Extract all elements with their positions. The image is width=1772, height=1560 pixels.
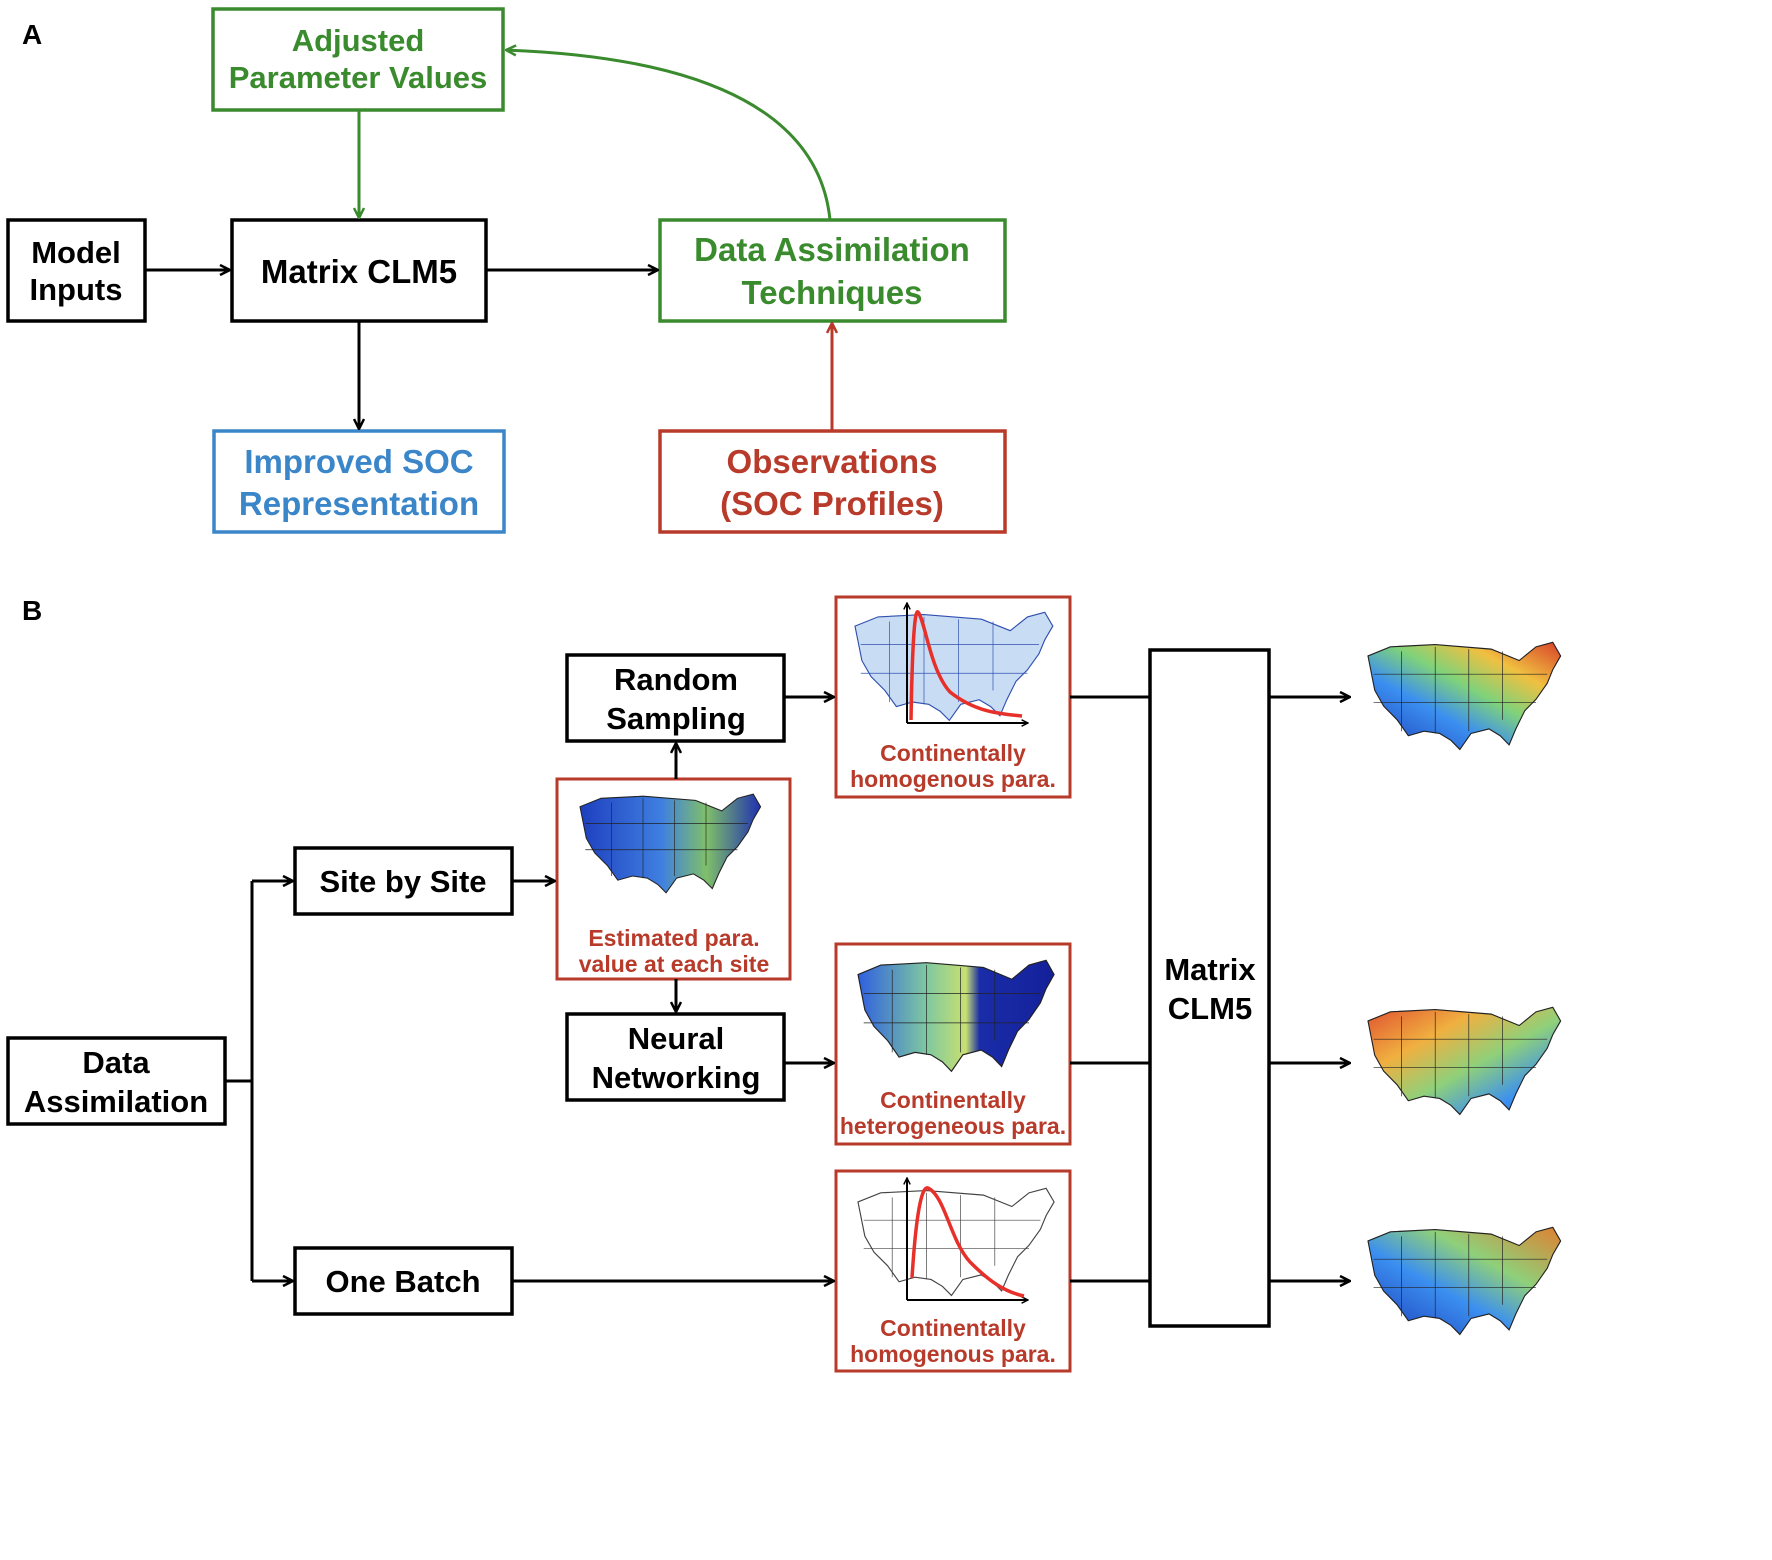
distribution-curve-icon	[910, 1186, 1025, 1298]
estimated-para-box	[555, 777, 792, 981]
model-inputs-line-2: Inputs	[30, 272, 123, 307]
data-assim-line-2: Techniques	[742, 274, 923, 311]
random-sampling-line-2: Sampling	[606, 701, 746, 736]
adjusted-line-2: Parameter Values	[229, 60, 488, 95]
result-map-3	[1367, 1226, 1562, 1336]
homog-caption-2-line-1: Continentally	[880, 1315, 1026, 1341]
neural-networking-line-1: Neural	[628, 1021, 724, 1056]
arrow-da-to-adjusted	[506, 50, 832, 221]
us-map-icon	[854, 611, 1054, 721]
matrix-clm5-box-b	[1148, 648, 1271, 1328]
homog-caption-1-line-2: homogenous para.	[850, 766, 1056, 792]
us-map-icon	[579, 793, 762, 894]
panel-b-label: B	[22, 595, 42, 626]
data-assimilation-line-1: Data	[82, 1045, 150, 1080]
model-inputs-line-1: Model	[31, 235, 121, 270]
improved-soc-box	[212, 429, 506, 534]
data-assimilation-line-2: Assimilation	[24, 1084, 208, 1119]
homog-caption-1-line-1: Continentally	[880, 740, 1026, 766]
heterogeneous-para-box	[834, 942, 1072, 1146]
improved-line-1: Improved SOC	[244, 443, 473, 480]
adjusted-line-1: Adjusted	[292, 23, 425, 58]
observations-line-2: (SOC Profiles)	[720, 485, 944, 522]
one-batch-text: One Batch	[325, 1264, 480, 1299]
us-map-icon	[857, 959, 1055, 1072]
data-assim-line-1: Data Assimilation	[694, 231, 970, 268]
matrix-clm5-text-a: Matrix CLM5	[261, 253, 457, 290]
estimated-caption-line-1: Estimated para.	[588, 925, 759, 951]
hetero-caption-line-2: heterogeneous para.	[840, 1113, 1066, 1139]
data-assimilation-techniques-box	[658, 218, 1007, 323]
improved-line-2: Representation	[239, 485, 479, 522]
distribution-curve-icon	[909, 610, 1023, 721]
estimated-caption-line-2: value at each site	[579, 951, 770, 977]
matrix-clm5-line-1: Matrix	[1164, 952, 1256, 987]
observations-line-1: Observations	[727, 443, 938, 480]
result-map-1	[1367, 641, 1562, 751]
site-by-site-text: Site by Site	[319, 864, 486, 899]
panel-a-label: A	[22, 19, 42, 50]
neural-networking-box	[565, 1012, 786, 1102]
matrix-clm5-line-2: CLM5	[1168, 991, 1252, 1026]
neural-networking-line-2: Networking	[592, 1060, 761, 1095]
result-map-2	[1367, 1006, 1562, 1116]
hetero-caption-line-1: Continentally	[880, 1087, 1026, 1113]
homog-caption-2-line-2: homogenous para.	[850, 1341, 1056, 1367]
us-map-icon	[857, 1187, 1055, 1297]
homogenous-para-box-2	[834, 1169, 1072, 1373]
random-sampling-line-1: Random	[614, 662, 738, 697]
